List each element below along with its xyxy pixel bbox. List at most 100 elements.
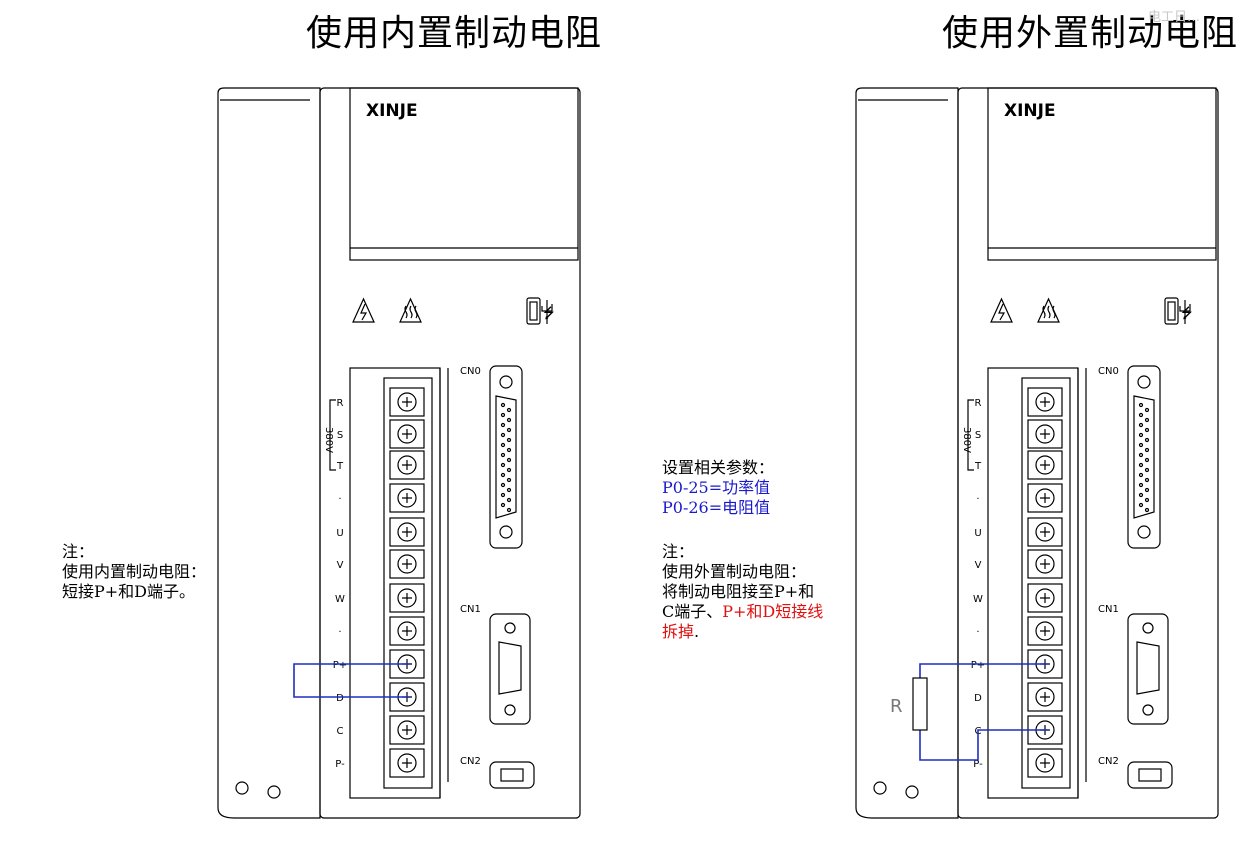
terminal-label-6: W	[335, 594, 345, 605]
cn0-screw	[499, 375, 513, 389]
cn0-pin	[1144, 437, 1150, 443]
terminal-block	[1021, 377, 1071, 789]
cn0-screw	[499, 525, 513, 539]
terminal-label-7: ·	[338, 627, 341, 638]
cn2-port	[1138, 768, 1162, 782]
terminal-cell	[1027, 483, 1063, 513]
terminal-label-11: P-	[335, 759, 345, 770]
terminal-label-4: U	[974, 528, 981, 539]
vent-hole	[267, 785, 281, 799]
terminal-cell	[1027, 450, 1063, 480]
terminal-label-8: P+	[971, 660, 985, 671]
terminal-housing	[349, 367, 441, 799]
screw-cross	[402, 593, 412, 603]
cn0-pin	[506, 457, 512, 463]
cn1-pins	[498, 641, 522, 695]
cn0-pin	[1138, 412, 1144, 418]
note-right-line4-red: 拆掉	[662, 622, 695, 641]
cn0-pin	[1144, 487, 1150, 493]
usb-symbol-icon	[541, 300, 553, 324]
side-panel	[217, 87, 321, 819]
note-right-line2: 将制动电阻接至P+和	[662, 582, 815, 601]
screw-cross	[1040, 527, 1050, 537]
terminal-screw	[1035, 621, 1055, 641]
terminal-screw	[1035, 554, 1055, 574]
voltage-bracket	[329, 399, 336, 471]
note-right-heading: 注：	[662, 542, 695, 561]
screw-cross	[402, 527, 412, 537]
terminal-screw	[397, 522, 417, 542]
cn0-pin	[1138, 492, 1144, 498]
usb-port	[526, 297, 541, 325]
display-window	[987, 87, 1217, 261]
cn0-pin	[506, 417, 512, 423]
terminal-screw	[397, 392, 417, 412]
terminal-cell	[1027, 387, 1063, 417]
terminal-label-9: D	[336, 693, 344, 704]
short-jumper-wire	[293, 663, 410, 698]
terminal-screw	[397, 554, 417, 574]
terminal-cell	[1027, 549, 1063, 579]
screw-cross	[1040, 593, 1050, 603]
cn2-label: CN2	[1098, 756, 1119, 767]
cn0-pin	[500, 502, 506, 508]
cn0-pin	[500, 482, 506, 488]
vent-hole	[235, 781, 249, 795]
cn0-pin	[1138, 472, 1144, 478]
heat-waves-icon	[1042, 305, 1056, 319]
terminal-label-2: T	[336, 461, 344, 472]
note-right-line3-red: P+和D短接线	[722, 602, 824, 621]
cn0-pin	[1144, 427, 1150, 433]
lightning-icon	[360, 303, 368, 321]
terminal-label-3: ·	[338, 494, 341, 505]
screw-cross	[1040, 493, 1050, 503]
cn1-shell	[489, 613, 531, 725]
terminal-screw	[1035, 392, 1055, 412]
note-left-line1: 使用内置制动电阻：	[62, 562, 207, 581]
terminal-label-5: V	[337, 560, 344, 571]
usb-icon: ⭍	[543, 306, 555, 322]
cn0-pin	[1138, 422, 1144, 428]
note-right-line1: 使用外置制动电阻：	[662, 562, 807, 581]
param-note: 设置相关参数： P0-25=功率值 P0-26=电阻值	[662, 458, 774, 518]
terminal-label-7: ·	[976, 627, 979, 638]
cn2-shell	[489, 761, 535, 789]
cn0-pin	[500, 472, 506, 478]
terminal-label-10: C	[337, 726, 344, 737]
terminal-label-1: S	[337, 430, 343, 441]
cn0-pin	[506, 487, 512, 493]
cn0-pin	[506, 407, 512, 413]
terminal-cell	[1027, 583, 1063, 613]
cn0-pins	[1133, 395, 1155, 519]
terminal-cell	[389, 583, 425, 613]
note-left-line2: 短接P+和D端子。	[62, 582, 196, 601]
param-p026: P0-26=电阻值	[662, 498, 771, 517]
terminal-cell	[389, 549, 425, 579]
lightning-icon	[998, 303, 1006, 321]
front-panel	[957, 87, 1219, 819]
title-external-resistor: 使用外置制动电阻	[942, 13, 1239, 54]
note-right: 注： 使用外置制动电阻： 将制动电阻接至P+和 C端子、P+和D短接线 拆掉.	[662, 542, 823, 642]
cn0-pin	[1138, 462, 1144, 468]
cn0-label: CN0	[1098, 366, 1119, 377]
electric-warning-icon	[990, 297, 1013, 323]
cn0-pin	[500, 412, 506, 418]
terminal-screw	[1035, 522, 1055, 542]
param-heading: 设置相关参数：	[662, 458, 775, 477]
wiring-layer: R	[293, 663, 1048, 761]
terminal-cell	[1027, 748, 1063, 778]
terminal-label-8: P+	[333, 660, 347, 671]
screw-cross	[1040, 692, 1050, 702]
terminal-cell	[1027, 682, 1063, 712]
cn1-screw	[1142, 622, 1154, 634]
cn0-pin	[500, 492, 506, 498]
terminal-cell	[389, 715, 425, 745]
screw-cross	[1040, 397, 1050, 407]
terminal-screw	[1035, 455, 1055, 475]
usb-port	[1164, 297, 1179, 325]
cn2-shell	[1127, 761, 1173, 789]
terminal-screw	[1035, 753, 1055, 773]
title-internal-resistor: 使用内置制动电阻	[306, 13, 603, 54]
